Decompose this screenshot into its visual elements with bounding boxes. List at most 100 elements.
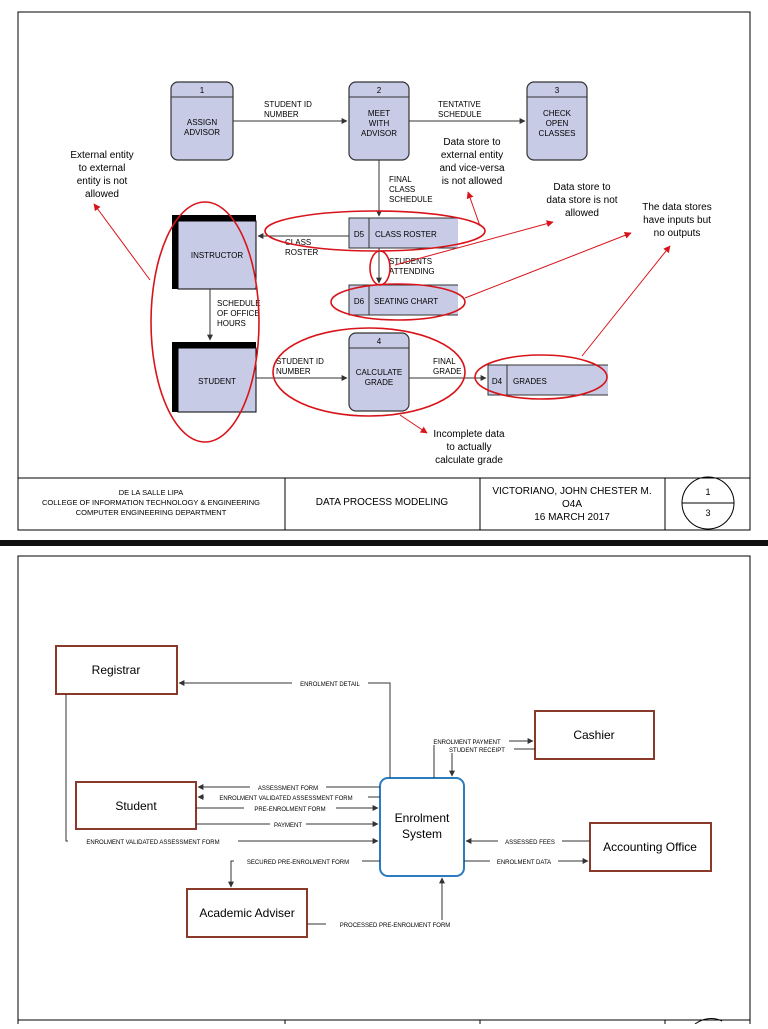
- data-store-seating-chart: D6 SEATING CHART: [348, 284, 458, 316]
- svg-text:OF OFFICE: OF OFFICE: [217, 309, 260, 318]
- annotation-external-entity: External entity to external entity is no…: [70, 150, 133, 200]
- svg-text:CLASSES: CLASSES: [539, 129, 576, 138]
- svg-text:PAYMENT: PAYMENT: [274, 823, 302, 829]
- svg-text:FINAL: FINAL: [433, 357, 456, 366]
- svg-text:1: 1: [200, 86, 205, 95]
- page-1-border: [17, 11, 751, 531]
- annotation-ds-to-external: Data store to external entity and vice-v…: [439, 137, 504, 187]
- data-store-grades: D4 GRADES: [487, 364, 608, 396]
- process-meet-advisor: 2 MEET WITH ADVISOR: [348, 81, 410, 161]
- svg-text:CHECK: CHECK: [543, 109, 572, 118]
- highlight-seating-chart: [330, 283, 466, 321]
- svg-text:D4: D4: [492, 377, 503, 386]
- page-separator: [0, 540, 768, 546]
- svg-text:Data store to: Data store to: [443, 137, 501, 148]
- svg-text:no outputs: no outputs: [654, 228, 701, 239]
- svg-text:ENROLMENT PAYMENT: ENROLMENT PAYMENT: [433, 740, 501, 746]
- entity-academic-adviser: Academic Adviser: [186, 888, 308, 938]
- svg-text:to actually: to actually: [446, 442, 491, 453]
- svg-text:External entity: External entity: [70, 150, 133, 161]
- svg-text:STUDENTS: STUDENTS: [389, 257, 432, 266]
- svg-text:calculate grade: calculate grade: [435, 455, 503, 466]
- entity-student: STUDENT: [172, 342, 257, 413]
- svg-text:MEET: MEET: [368, 109, 390, 118]
- svg-text:have inputs but: have inputs but: [643, 215, 711, 226]
- svg-text:is not allowed: is not allowed: [442, 176, 503, 187]
- svg-text:The data stores: The data stores: [642, 202, 711, 213]
- svg-text:STUDENT ID: STUDENT ID: [276, 357, 324, 366]
- svg-text:PROCESSED PRE-ENROLMENT FORM: PROCESSED PRE-ENROLMENT FORM: [340, 923, 451, 929]
- highlight-entities: [150, 201, 260, 443]
- svg-text:NUMBER: NUMBER: [264, 110, 299, 119]
- highlight-grades: [474, 354, 608, 400]
- college-name: COLLEGE OF INFORMATION TECHNOLOGY & ENGI…: [42, 498, 260, 507]
- svg-text:Cashier: Cashier: [573, 728, 614, 742]
- svg-text:WITH: WITH: [369, 119, 390, 128]
- svg-text:HOURS: HOURS: [217, 319, 246, 328]
- svg-text:SCHEDULE: SCHEDULE: [217, 299, 261, 308]
- highlight-calculate-grade: [272, 327, 466, 417]
- document-title: DATA PROCESS MODELING: [316, 497, 449, 508]
- svg-text:ASSESSED FEES: ASSESSED FEES: [505, 840, 555, 846]
- svg-text:data store is not: data store is not: [546, 195, 617, 206]
- entity-cashier: Cashier: [534, 710, 655, 760]
- svg-text:SCHEDULE: SCHEDULE: [389, 195, 433, 204]
- entity-registrar: Registrar: [55, 645, 178, 695]
- svg-text:ENROLMENT VALIDATED ASSESSMENT: ENROLMENT VALIDATED ASSESSMENT FORM: [219, 796, 352, 802]
- highlight-students-attending: [369, 250, 391, 286]
- entity-instructor: INSTRUCTOR: [172, 215, 257, 290]
- svg-text:System: System: [402, 827, 442, 841]
- title-block: DE LA SALLE LIPA COLLEGE OF INFORMATION …: [42, 476, 735, 530]
- date: 16 MARCH 2017: [534, 512, 610, 523]
- svg-text:Accounting Office: Accounting Office: [603, 840, 697, 854]
- red-highlights: [150, 201, 608, 443]
- svg-text:STUDENT: STUDENT: [198, 377, 236, 386]
- school-name: DE LA SALLE LIPA: [119, 488, 183, 497]
- svg-text:ASSIGN: ASSIGN: [187, 118, 217, 127]
- entity-accounting-office: Accounting Office: [589, 822, 712, 872]
- process-assign-advisor: 1 ASSIGN ADVISOR: [170, 81, 234, 161]
- svg-text:external entity: external entity: [441, 150, 503, 161]
- annotation-incomplete: Incomplete data to actually calculate gr…: [433, 429, 505, 466]
- data-flows-page-2: ENROLMENT DETAIL ENROLMENT PAYMENT STUDE…: [65, 679, 590, 929]
- svg-text:ADVISOR: ADVISOR: [361, 129, 397, 138]
- entity-student-p2: Student: [75, 781, 197, 830]
- svg-text:NUMBER: NUMBER: [276, 367, 311, 376]
- svg-text:to external: to external: [79, 163, 126, 174]
- svg-text:Enrolment: Enrolment: [395, 811, 450, 825]
- svg-text:Data store to: Data store to: [553, 182, 611, 193]
- author-name: VICTORIANO, JOHN CHESTER M.: [492, 486, 651, 497]
- page-total: 3: [705, 508, 710, 518]
- annotation-ds-to-ds: Data store to data store is not allowed: [546, 182, 617, 219]
- svg-text:ENROLMENT VALIDATED ASSESSMENT: ENROLMENT VALIDATED ASSESSMENT FORM: [86, 840, 219, 846]
- process-calculate-grade: 4 CALCULATE GRADE: [348, 332, 410, 412]
- page-2-number-circle: [694, 1018, 723, 1025]
- svg-text:GRADE: GRADE: [365, 378, 393, 387]
- svg-text:ADVISOR: ADVISOR: [184, 128, 220, 137]
- annotation-arrows: [93, 191, 671, 434]
- svg-text:TENTATIVE: TENTATIVE: [438, 100, 481, 109]
- highlight-class-roster: [264, 210, 486, 252]
- svg-text:3: 3: [555, 86, 560, 95]
- svg-text:CLASS: CLASS: [389, 185, 415, 194]
- svg-text:and vice-versa: and vice-versa: [439, 163, 504, 174]
- svg-text:GRADE: GRADE: [433, 367, 461, 376]
- svg-text:4: 4: [377, 337, 382, 346]
- process-check-classes: 3 CHECK OPEN CLASSES: [526, 81, 588, 161]
- svg-text:FINAL: FINAL: [389, 175, 412, 184]
- svg-text:STUDENT ID: STUDENT ID: [264, 100, 312, 109]
- svg-text:Incomplete data: Incomplete data: [433, 429, 505, 440]
- enrolment-system-process: Enrolment System: [379, 777, 465, 877]
- svg-text:PRE-ENROLMENT FORM: PRE-ENROLMENT FORM: [254, 807, 325, 813]
- svg-text:CALCULATE: CALCULATE: [356, 368, 403, 377]
- svg-text:GRADES: GRADES: [513, 377, 547, 386]
- svg-text:SCHEDULE: SCHEDULE: [438, 110, 482, 119]
- svg-text:2: 2: [377, 86, 382, 95]
- svg-text:INSTRUCTOR: INSTRUCTOR: [191, 251, 244, 260]
- page-number: 1: [705, 487, 710, 497]
- svg-text:ENROLMENT DATA: ENROLMENT DATA: [497, 860, 551, 866]
- svg-text:Registrar: Registrar: [92, 663, 141, 677]
- svg-text:ROSTER: ROSTER: [285, 248, 319, 257]
- data-flows-page-1: STUDENT ID NUMBER TENTATIVE SCHEDULE FIN…: [207, 100, 526, 381]
